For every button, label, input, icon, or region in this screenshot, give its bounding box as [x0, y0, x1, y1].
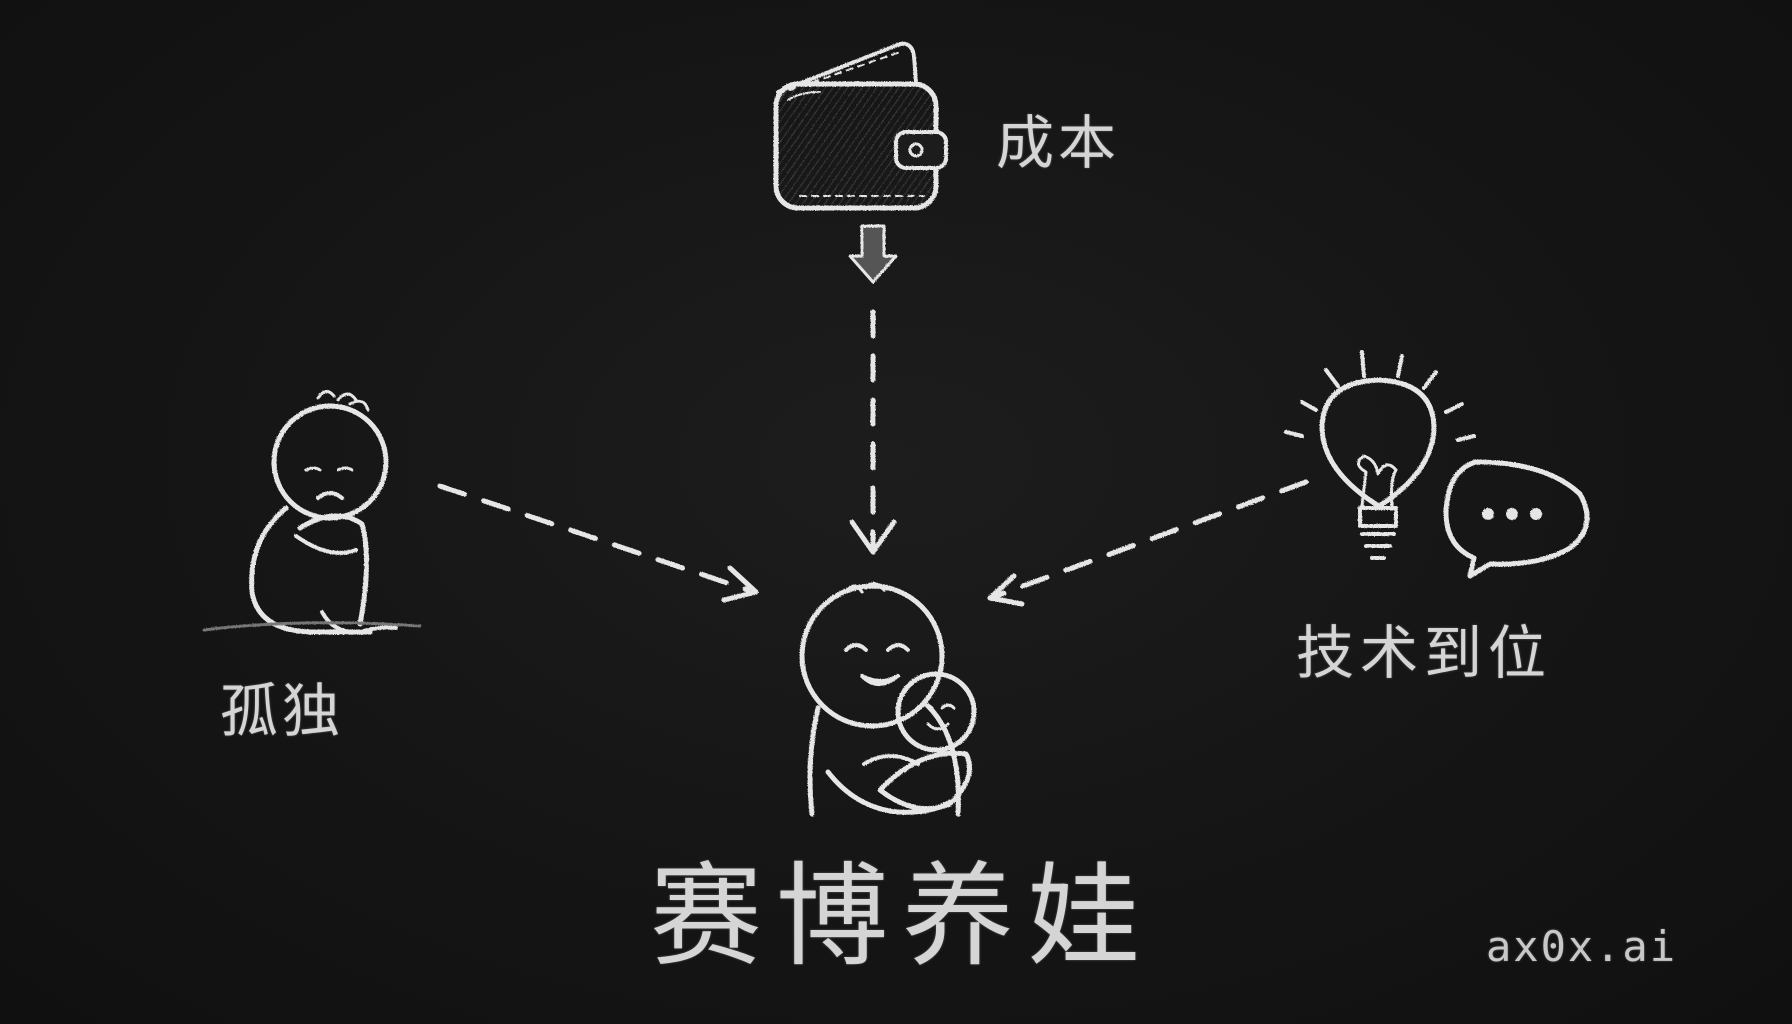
lightbulb-icon: [1284, 350, 1476, 560]
label-lonely: 孤独: [220, 677, 345, 745]
cost-down-arrow-icon: [848, 224, 898, 284]
arrow-tech-to-center: [987, 479, 1309, 607]
watermark: ax0x.ai: [1486, 922, 1678, 971]
chat-bubble-icon: [1443, 459, 1590, 579]
label-cost: 成本: [996, 109, 1121, 177]
parent-holding-baby-icon: [799, 582, 977, 817]
center-label: 赛博养娃: [650, 852, 1154, 982]
label-tech: 技术到位: [1296, 619, 1553, 687]
arrow-lonely-to-center: [437, 483, 759, 603]
arrow-cost-to-center: [849, 309, 897, 555]
sad-person-icon: [202, 390, 422, 635]
wallet-icon: [773, 41, 948, 211]
